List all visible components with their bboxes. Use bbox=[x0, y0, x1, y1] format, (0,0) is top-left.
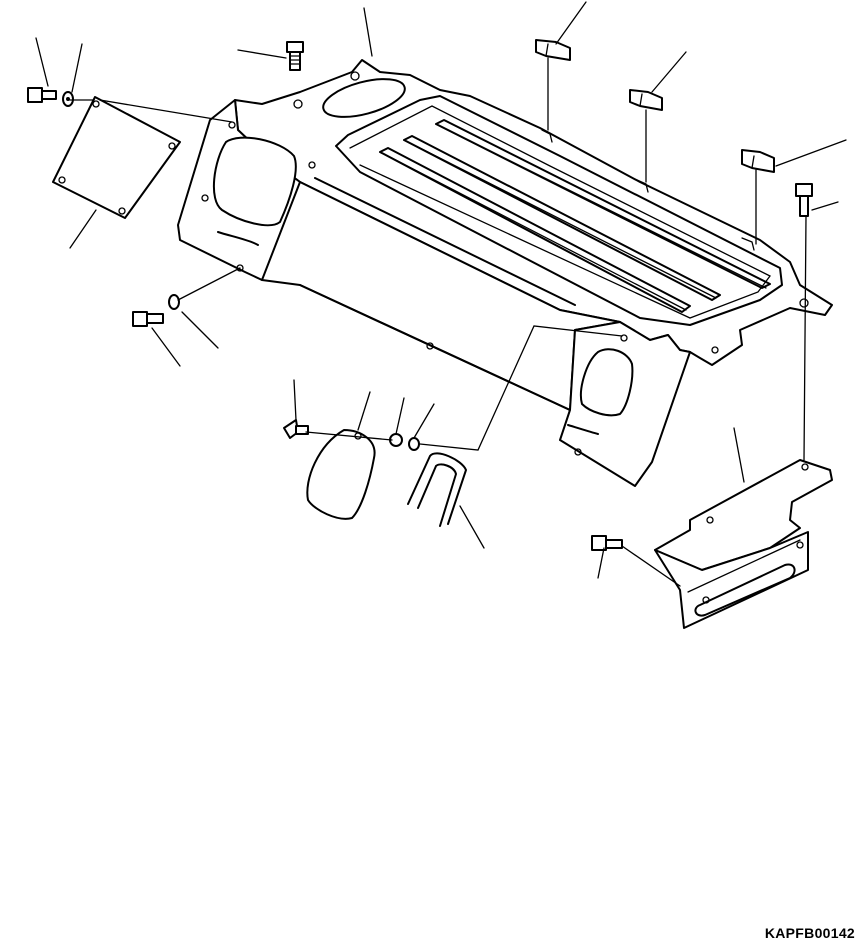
floor-rib-3 bbox=[379, 147, 691, 313]
bolt-left-icon bbox=[132, 311, 164, 327]
small-round-cover bbox=[306, 429, 376, 520]
wing-nut-icon bbox=[283, 419, 309, 439]
mounting-bracket bbox=[654, 459, 833, 629]
leader-lines bbox=[35, 1, 847, 587]
bolt-top-center-icon bbox=[286, 41, 304, 71]
u-bolt bbox=[407, 452, 467, 527]
bolt-top-left-icon bbox=[27, 87, 57, 103]
drawing-code: KAPFB00142 bbox=[764, 925, 855, 941]
left-access-cover bbox=[52, 96, 181, 219]
main-cover-panel bbox=[177, 59, 833, 487]
washer-left-icon bbox=[168, 294, 180, 310]
bolt-bracket-icon bbox=[591, 535, 623, 551]
nut-small-2-icon bbox=[408, 437, 420, 451]
floor-rib-2 bbox=[403, 135, 721, 301]
washer-top-left-icon bbox=[62, 91, 74, 107]
rubber-block-3-icon bbox=[741, 149, 775, 173]
floor-rib-1 bbox=[435, 119, 771, 289]
bolt-right-icon bbox=[795, 183, 813, 217]
rubber-block-2-icon bbox=[629, 89, 663, 111]
rubber-block-1-icon bbox=[535, 39, 571, 61]
